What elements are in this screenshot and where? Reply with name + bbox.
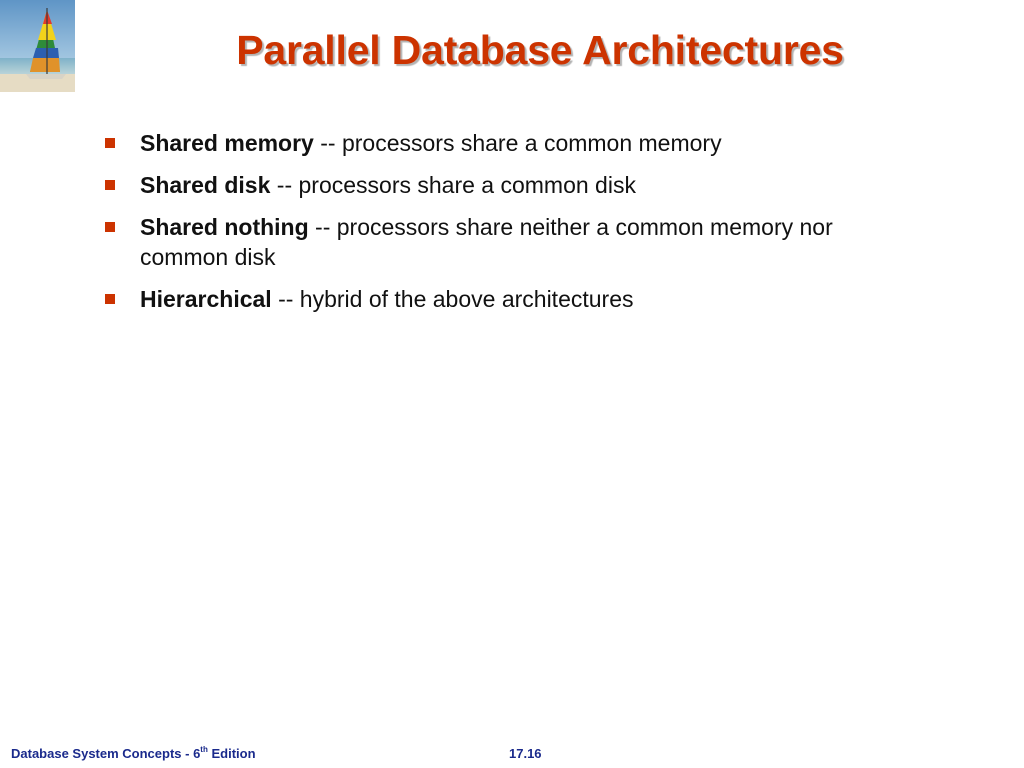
bullet-item: Hierarchical -- hybrid of the above arch… [104, 284, 924, 314]
bullet-item: Shared nothing -- processors share neith… [104, 212, 924, 272]
square-bullet-icon [105, 222, 115, 232]
bullet-item: Shared memory -- processors share a comm… [104, 128, 924, 158]
square-bullet-icon [105, 294, 115, 304]
bullet-term: Shared disk [140, 172, 271, 198]
footer-book-title: Database System Concepts - 6th Edition [11, 744, 256, 762]
bullet-item: Shared disk -- processors share a common… [104, 170, 924, 200]
bullet-term: Shared memory [140, 130, 314, 156]
bullet-term: Hierarchical [140, 286, 272, 312]
bullet-term: Shared nothing [140, 214, 309, 240]
square-bullet-icon [105, 180, 115, 190]
footer-edition-suffix: Edition [207, 746, 256, 761]
bullet-text: -- processors share a common memory [313, 130, 722, 156]
footer-edition-superscript: th [200, 744, 208, 754]
square-bullet-icon [105, 138, 115, 148]
sailboat-logo-icon [0, 0, 75, 92]
bullet-list: Shared memory -- processors share a comm… [104, 128, 924, 326]
bullet-text: -- processors share neither a common mem… [140, 214, 833, 270]
bullet-text: -- hybrid of the above architectures [271, 286, 634, 312]
bullet-text: -- processors share a common disk [270, 172, 636, 198]
footer-slide-number: 17.16 [509, 746, 542, 761]
slide-title: Parallel Database Architectures [236, 27, 844, 73]
footer-book-prefix: Database System Concepts - 6 [11, 746, 201, 761]
